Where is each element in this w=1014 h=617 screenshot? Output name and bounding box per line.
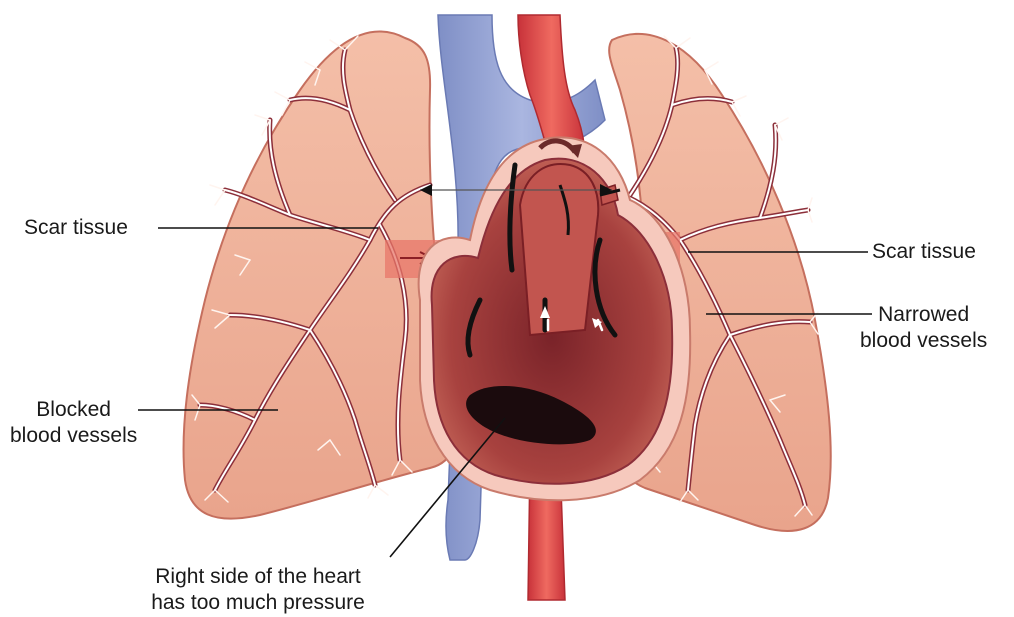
label-narrowed-blood-vessels: Narrowed blood vessels [860,302,987,354]
label-scar-tissue-right: Scar tissue [872,239,976,265]
label-pressure-line1: Right side of the heart [118,564,398,590]
label-narrowed-line1: Narrowed [860,302,987,328]
label-blocked-blood-vessels: Blocked blood vessels [10,397,137,449]
label-narrowed-line2: blood vessels [860,328,987,354]
label-right-heart-pressure: Right side of the heart has too much pre… [118,564,398,616]
label-blocked-line2: blood vessels [10,423,137,449]
label-blocked-line1: Blocked [10,397,137,423]
label-pressure-line2: has too much pressure [118,590,398,616]
label-scar-tissue-left: Scar tissue [24,215,128,241]
